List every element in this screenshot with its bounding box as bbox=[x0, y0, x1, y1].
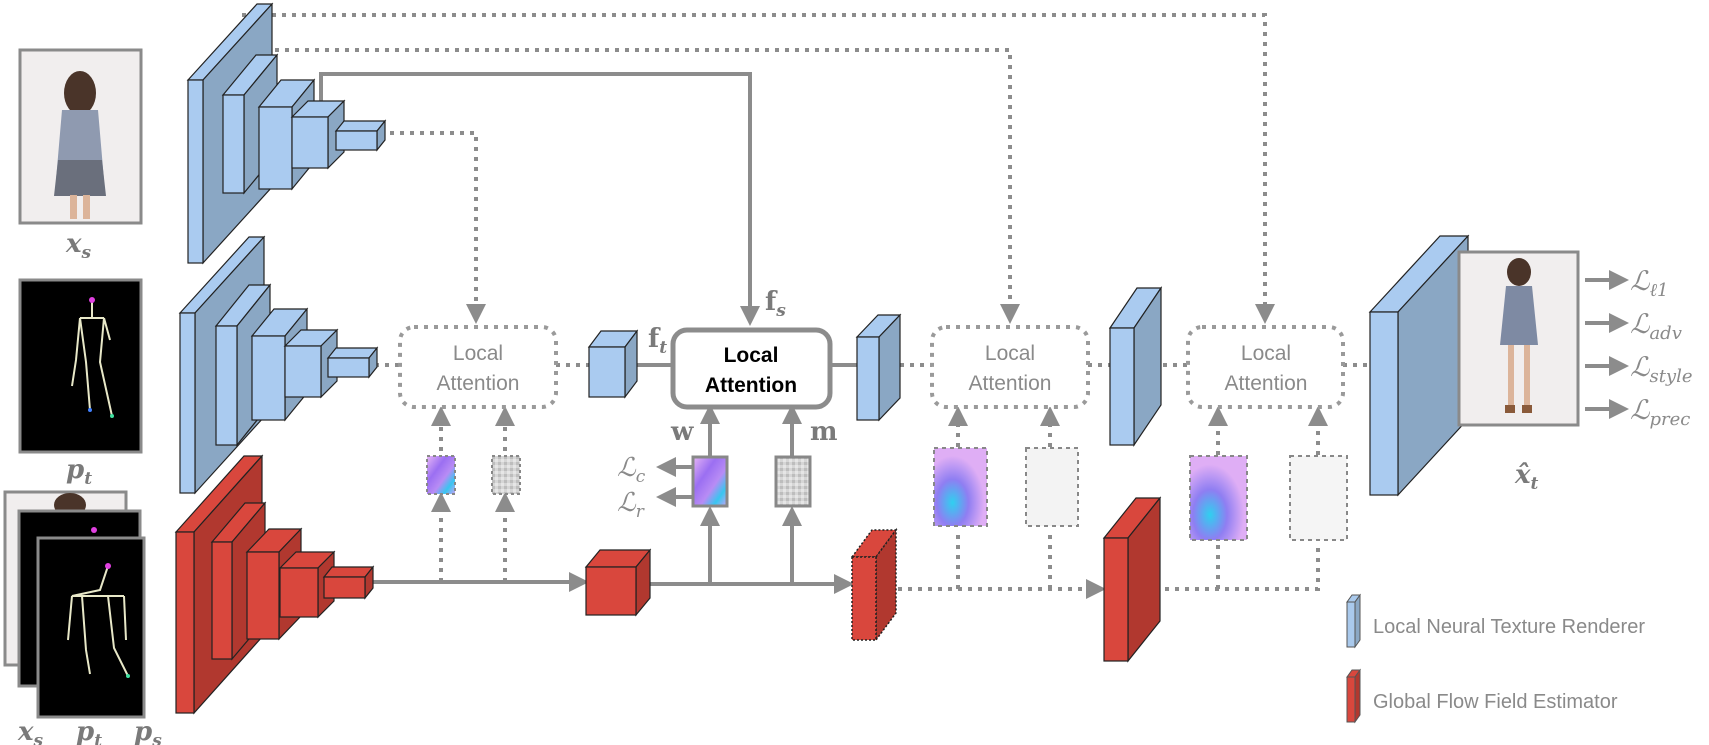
output-image bbox=[1457, 250, 1580, 427]
loss-label-2: ℒadv bbox=[1630, 309, 1682, 344]
warp-large bbox=[1189, 455, 1248, 541]
label-stack-ps: ps bbox=[134, 717, 162, 745]
input-target-pose bbox=[18, 278, 143, 454]
warp-thumbnails bbox=[426, 447, 1348, 541]
label-ft: ft bbox=[648, 324, 667, 358]
legend-label-1: Local Neural Texture Renderer bbox=[1373, 616, 1645, 638]
label-w: w bbox=[670, 417, 694, 447]
loss-label-3: ℒstyle bbox=[1630, 352, 1693, 387]
mask-main bbox=[774, 455, 812, 508]
input-stack bbox=[3, 490, 146, 719]
network-blocks bbox=[174, 2, 1470, 715]
label-stack-pt: pt bbox=[76, 717, 102, 745]
decoder-block-1 bbox=[855, 313, 902, 422]
flow-estimator-block-5 bbox=[322, 565, 375, 600]
input-source-image bbox=[18, 48, 143, 225]
pose-encoder-block-5 bbox=[326, 346, 379, 379]
loss-label-4: ℒprec bbox=[1630, 395, 1690, 430]
label-pt: pt bbox=[66, 455, 92, 489]
decoder-block-2 bbox=[1108, 286, 1163, 447]
flow-block-3 bbox=[1102, 496, 1162, 663]
skip-line-3 bbox=[380, 131, 486, 324]
flow-line-4 bbox=[1155, 545, 1320, 591]
mask-large bbox=[1289, 455, 1348, 541]
legend-swatch-2 bbox=[1346, 676, 1356, 723]
loss-label-1: ℒℓ1 bbox=[1630, 266, 1668, 301]
flow-block-1 bbox=[584, 548, 652, 617]
label-lc: ℒc bbox=[617, 453, 646, 487]
label-m: m bbox=[810, 417, 838, 447]
warp-medium bbox=[933, 447, 988, 527]
decoder-block-3 bbox=[1368, 234, 1470, 497]
legend-item-2: Global Flow Field Estimator bbox=[1346, 668, 1618, 724]
connections bbox=[242, 13, 1629, 599]
mask-medium bbox=[1025, 447, 1079, 527]
label-fs: fs bbox=[765, 287, 786, 321]
warp-small-1 bbox=[426, 455, 456, 495]
mask-small-1 bbox=[491, 455, 521, 495]
feature-block-ft bbox=[587, 329, 639, 399]
fs-line bbox=[319, 72, 760, 326]
label-lr: ℒr bbox=[617, 488, 645, 522]
flow-block-2 bbox=[850, 527, 898, 643]
label-output: x̂t bbox=[1514, 460, 1539, 494]
skip-line-1 bbox=[242, 13, 1275, 324]
label-xs: xs bbox=[65, 229, 92, 263]
legend-label-2: Global Flow Field Estimator bbox=[1373, 691, 1618, 713]
skip-line-2 bbox=[275, 48, 1020, 324]
legend-swatch-1 bbox=[1346, 601, 1356, 648]
legend-item-1: Local Neural Texture Renderer bbox=[1346, 593, 1645, 649]
source-encoder-block-5 bbox=[334, 119, 387, 152]
pose-encoder-block-4 bbox=[283, 328, 339, 399]
label-stack-xs: xs bbox=[17, 717, 44, 745]
source-encoder-block-4 bbox=[290, 99, 346, 170]
warp-main bbox=[691, 455, 729, 508]
